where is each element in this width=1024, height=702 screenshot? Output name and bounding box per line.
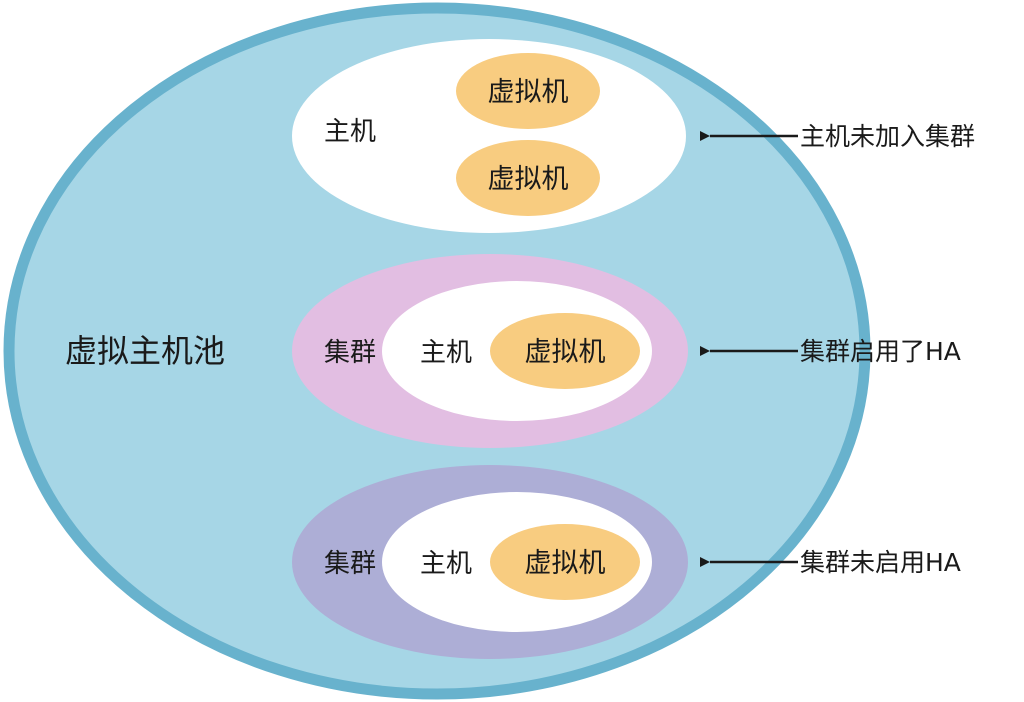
- host-label-2: 主机: [420, 338, 472, 368]
- note-1: 主机未加入集群: [800, 122, 975, 151]
- vm-ellipse-1b: [456, 140, 600, 216]
- vm-label-1a: 虚拟机: [488, 77, 569, 108]
- vm-label-3: 虚拟机: [525, 548, 606, 579]
- vm-ellipse-1a: [456, 53, 600, 129]
- vm-ellipse-2: [490, 313, 640, 389]
- host-label-1: 主机: [324, 117, 376, 147]
- vm-ellipse-3: [490, 524, 640, 600]
- note-3: 集群未启用HA: [800, 548, 961, 577]
- host-label-3: 主机: [420, 549, 472, 579]
- pool-label: 虚拟主机池: [65, 332, 225, 370]
- cluster-label-2: 集群: [324, 338, 376, 368]
- cluster-label-3: 集群: [324, 549, 376, 579]
- vm-label-2: 虚拟机: [525, 337, 606, 368]
- vm-label-1b: 虚拟机: [488, 164, 569, 195]
- note-2: 集群启用了HA: [800, 337, 961, 366]
